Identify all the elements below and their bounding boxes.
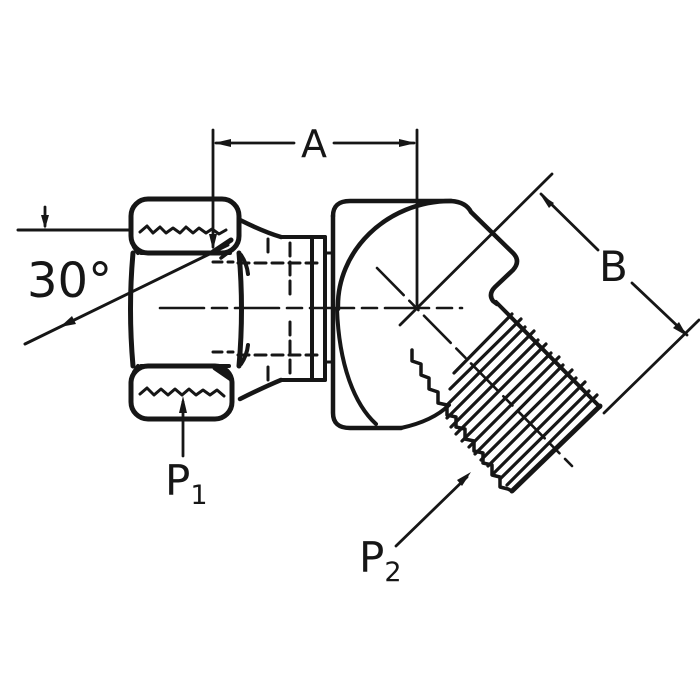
p2-label: P2 — [359, 533, 402, 588]
port2-label: P2 — [359, 472, 471, 588]
nut-chamfer-bottom-left — [132, 364, 140, 374]
thread-lines — [445, 312, 599, 487]
centerline-45deg — [375, 266, 574, 468]
p2-label-main: P — [359, 533, 384, 582]
body-top-outline — [330, 198, 520, 307]
dim-b-arrow-lower — [673, 322, 687, 336]
angle-label: 30° — [27, 253, 112, 309]
ball-arc-upper — [335, 198, 454, 312]
p2-leader-arrow — [457, 472, 471, 486]
dim-b-label: B — [599, 242, 628, 291]
centerlines — [158, 266, 574, 468]
dim-a-label: A — [301, 122, 327, 166]
p1-leader-arrow — [179, 396, 187, 413]
dim-a-arrow-left — [214, 139, 231, 147]
nut-middle-left-edge — [128, 250, 136, 369]
dim-a-arrow-right — [399, 139, 416, 147]
nut-chamfer-top-right-inner — [219, 247, 235, 260]
nut-middle-right-edge — [236, 250, 244, 369]
port1-label: P1 — [165, 396, 208, 511]
p2-leader-line — [394, 475, 469, 548]
angle-diagonal-arrow — [60, 316, 76, 327]
nut-knurl-top — [138, 224, 228, 236]
angle-tick-arrow — [41, 215, 49, 229]
p2-label-subscript: 2 — [384, 557, 401, 588]
dim-b-arrow-upper — [540, 194, 554, 208]
dim-b-ext-lower — [602, 318, 700, 415]
dim-b-ext-upper — [398, 172, 554, 327]
ball-arc-lower-left — [335, 307, 378, 426]
nut-chamfer-bottom-right — [212, 365, 234, 382]
p1-label: P1 — [165, 456, 208, 511]
dimension-a: A — [209, 122, 419, 307]
nut-chamfer-top-left — [132, 245, 140, 255]
sleeve-cone-bottom — [237, 377, 284, 402]
angle-annotation-30deg: 30° — [16, 205, 230, 346]
dim-a-ext-arrow-down — [209, 234, 217, 250]
ball-arc-lower-right — [399, 403, 451, 430]
sleeve-cone-top — [237, 217, 284, 240]
dimension-b: B — [398, 172, 700, 415]
body-left-outline — [330, 213, 404, 431]
angle-diagonal-line — [23, 243, 230, 346]
nut-knurl-bottom — [138, 386, 226, 398]
drawing-root: A B 30° P1 — [16, 122, 700, 588]
p1-label-subscript: 1 — [190, 480, 207, 511]
elbow-body — [330, 198, 520, 431]
stud-thread-profile-edge — [410, 348, 514, 493]
p1-label-main: P — [165, 456, 190, 505]
swivel-sleeve — [236, 217, 335, 402]
